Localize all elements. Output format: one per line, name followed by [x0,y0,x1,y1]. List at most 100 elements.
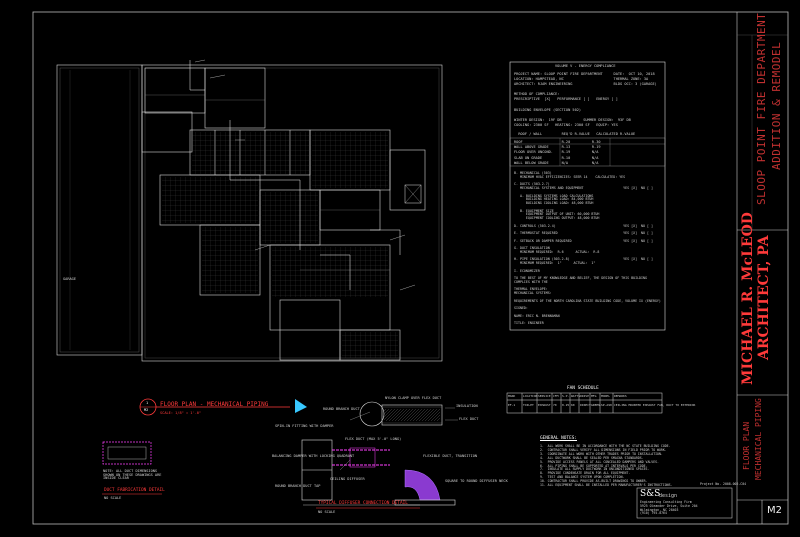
plan-detail-sheet: M2 [144,408,149,412]
annotation-leaders [194,59,416,291]
plan-title: FLOOR PLAN - MECHANICAL PIPING [160,401,269,408]
fan-schedule-header-cell: CFM [553,394,559,398]
title-drawing-line1: FLOOR PLAN [742,421,751,470]
diffuser-flex-duct: FLEX DUCT [459,417,479,421]
compliance-table-row: WALL BELOW GRADE N/A N/A [514,160,599,165]
diffuser-insulation: INSULATION [456,404,478,408]
engineer-address-line: 5925 Oleander Drive, Suite 204 [640,503,698,508]
north-arrow-icon [295,399,307,413]
compliance-section-line: F. SETBACK OR DAMPER REQUIRED YES [X] NO… [514,238,653,243]
general-note-item: 7. INSULATE ALL SUPPLY DUCTWORK IN UNCON… [540,467,650,472]
diffuser-callout-7: SQUARE TO ROUND DIFFUSER NECK [445,479,508,483]
compliance-section-line: MECHANICAL SYSTEMS AND EQUIPMENT YES [X]… [514,186,653,190]
diffuser-callout-1: SPIN-IN FITTING WITH DAMPER [275,424,334,428]
general-note-item: 2. CONTRACTOR SHALL VERIFY ALL DIMENSION… [540,447,667,452]
fan-schedule-header-cell: SERVICE [538,394,551,398]
diffuser-callout-3: FLEX DUCT (MAX 5'-0" LONG) [345,437,402,441]
compliance-section-line: BUILDING COOLING LOAD: 48,000 BTUH [514,201,594,205]
duct-fabrication-text: NOTE: ALL DUCT DIMENSIONS SHOWN ON THESE… [103,469,162,481]
fan-schedule-cell: CEILING MOUNTED EXHAUST FAN, DUCT TO EXT… [614,403,696,407]
general-notes-title: GENERAL NOTES: [540,436,578,441]
general-note-item: 11. ALL EQUIPMENT SHALL BE INSTALLED PER… [540,483,673,488]
fan-schedule-header-cell: MFG [591,394,597,398]
engineer-address-line: Engineering Consulting Firm [640,500,692,504]
engineer-logo-sub: design [659,493,678,499]
compliance-section-line: MINIMUM HVAC EFFICIENCIES: SEER 14 CALCU… [514,174,626,179]
fan-schedule-table [506,392,663,414]
fan-schedule-cell: DIRECT [580,403,591,407]
compliance-section-line: E. THERMOSTAT REQUIRED YES [X] NO [ ] [514,231,653,235]
diffuser-detail [301,401,458,509]
compliance-line: WINTER DESIGN: 19F DB SUMMER DESIGN: 93F… [514,117,631,122]
compliance-section-line: REQUIREMENTS OF THE NORTH CAROLINA STATE… [514,298,661,303]
diffuser-callout-2: BALANCING DAMPER WITH LOCKING QUADRANT [272,454,355,458]
floor-plan [56,64,443,362]
title-project-name: SLOOP POINT FIRE DEPARTMENT [755,12,768,205]
title-block [736,12,788,524]
engineer-address-line: Wilmington, NC 28403 [640,507,679,512]
fan-schedule-header-cell: MODEL [601,394,611,398]
title-architect-name: MICHAEL R. McLEOD [740,212,756,385]
fan-schedule-header-cell: S.P. [562,394,570,398]
compliance-section-line: COMPLIES WITH THE [514,279,548,284]
compliance-line: BUILDING ENVELOPE (SECTION 502) [514,107,582,112]
sheet-border [32,11,789,525]
fan-schedule-header-cell: MARK [508,394,516,398]
compliance-section-line: MECHANICAL SYSTEMS: [514,291,552,295]
compliance-title: VOLUME V - ENERGY COMPLIANCE [555,64,616,68]
plan-title-marker [139,398,290,416]
fan-schedule-cell: EXHAUST [538,403,551,407]
compliance-box [509,61,666,331]
compliance-section-line: EQUIPMENT COOLING OUTPUT: 48,000 BTUH [514,216,600,220]
general-note-item: 1. ALL WORK SHALL BE IN ACCORDANCE WITH … [540,444,671,448]
mechanical-piping [189,60,401,290]
engineer-project-no: Project No. 2008-002-C04 [700,482,747,486]
compliance-line: PROJECT NAME: SLOOP POINT FIRE DEPARTMEN… [514,72,655,76]
fan-schedule-cell: SP-A90 [601,403,612,407]
general-note-item: 8. PROVIDE CONDENSATE DRAIN FOR ALL EQUI… [540,471,631,476]
compliance-line: PRESCRIPTIVE [X] PERFORMANCE [ ] ENERGY … [514,97,618,102]
diffuser-rigid-branch: ROUND BRANCH DUCT [323,407,360,411]
engineer-box [636,487,733,519]
title-project-subtitle: ADDITION & REMODEL [770,41,783,170]
diffuser-callout-5: FLEXIBLE DUCT, TRANSITION [423,454,478,458]
plan-detail-marker: 1 [146,401,149,405]
compliance-table-row: FLOOR OVER UNCOND. R-19 N/A [514,150,599,155]
fan-schedule-cell: GREEN. [591,403,602,407]
fan-schedule-title: FAN SCHEDULE [567,386,599,391]
fan-schedule-cell: 60 [571,403,575,407]
fan-schedule-header-cell: LOCATION [523,394,538,398]
duct-fabrication-detail [102,441,162,495]
fan-schedule-cell: 70 [553,403,557,407]
diffuser-callout-4: CEILING DIFFUSER [330,477,365,481]
equipment-unit [404,184,422,204]
compliance-lines: PROJECT NAME: SLOOP POINT FIRE DEPARTMEN… [514,72,657,128]
diffuser-nylon-clamp: NYLON CLAMP OVER FLEX DUCT [385,396,442,400]
compliance-line: ARCHITECT: RJAM ENGINEERING BLDG OCC: 3 … [514,82,657,87]
compliance-line: COOLING: 2300 SF HEATING: 2300 SF EQUIP:… [514,122,618,127]
plan-room-label-garage: GARAGE [63,277,76,281]
compliance-table-row: WALL ABOVE GRADE R-13 R-19 [514,145,601,150]
compliance-section-line: B. EQUIPMENT SIZE [514,208,554,213]
fan-schedule-header-cell: REMARKS [614,394,627,398]
fan-schedule-cell: EF-1 [508,403,516,407]
ceiling-grid [162,132,398,358]
compliance-table-row: SLAB ON GRADE R-10 N/A [514,155,599,160]
general-note-item: 4. ALL DUCTWORK SHALL BE SEALED PER SMAC… [540,455,644,460]
fan-schedule-cell: 0.25 [562,403,570,407]
general-note-item: 5. PROVIDE ACCESS PANELS AT ALL CONCEALE… [540,459,659,464]
compliance-section-line: D. CONTROLS (503.2.4) YES [X] NO [ ] [514,223,653,228]
title-sheet-number: M2 [767,505,782,516]
compliance-section-line: MINIMUM REQUIRED: 1" ACTUAL: 1" [514,261,596,265]
diffuser-note: NO SCALE [318,510,336,514]
compliance-section-line: SIGNED: [514,306,528,310]
compliance-section-line: EQUIPMENT OUTPUT OF UNIT: 60,000 BTUH [514,212,600,217]
engineer-address-line: (910) 795-0764 [640,511,667,516]
diffuser-title: TYPICAL DIFFUSER CONNECTION DETAIL [318,501,408,506]
compliance-section-line: C. DUCTS (503.2.7) [514,182,550,187]
compliance-table-header: ROOF / WALL REQ'D R-VALUE CALCULATED R-V… [514,132,636,136]
